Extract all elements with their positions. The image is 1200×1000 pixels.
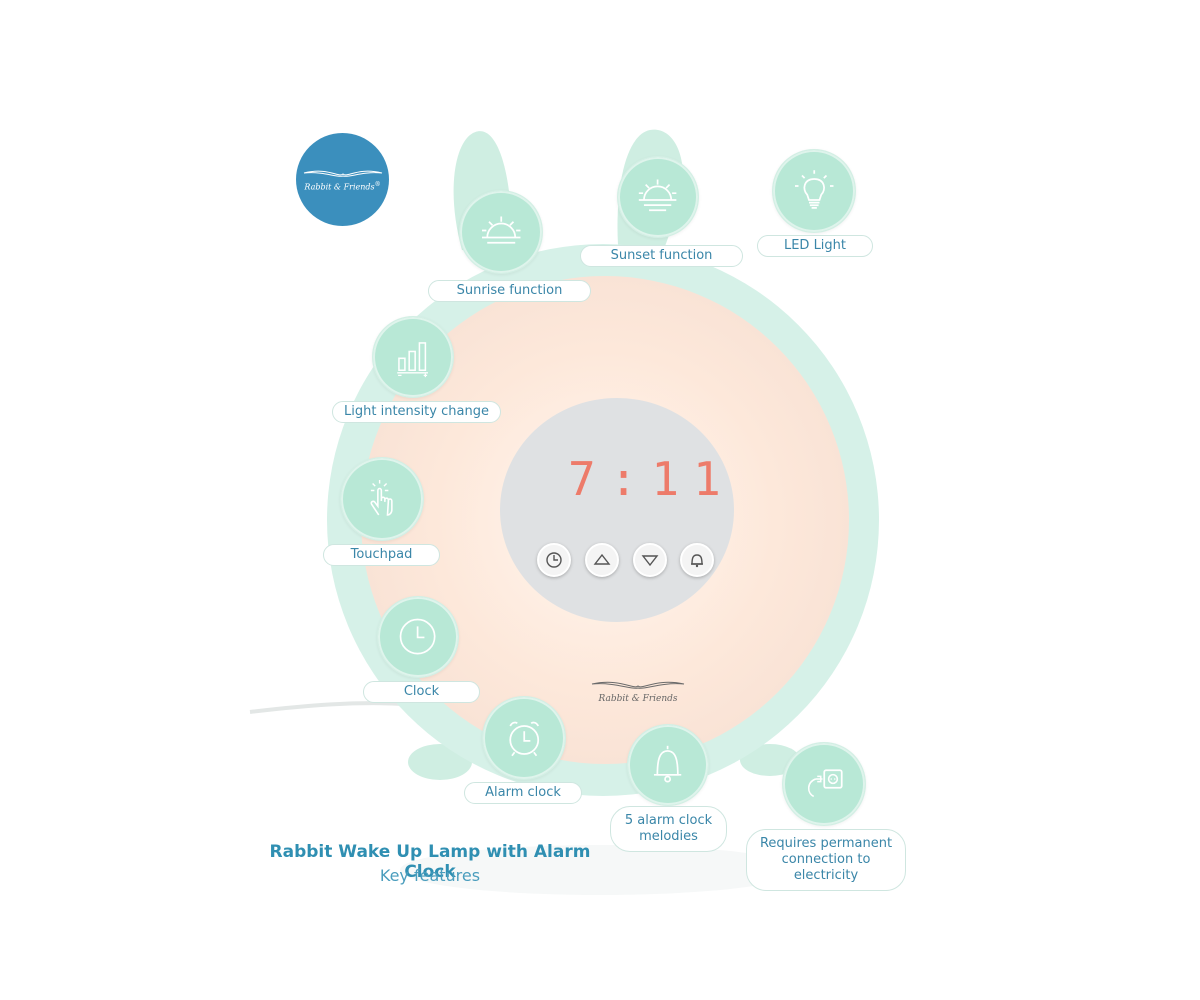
intensity-feature-badge: [372, 316, 454, 398]
sunrise-feature-label: Sunrise function: [428, 280, 591, 302]
power-feature-badge: [782, 742, 866, 826]
bell-outline-icon: [654, 746, 682, 783]
device-clock-button[interactable]: [537, 543, 571, 577]
device-logo-wings: [591, 681, 685, 689]
led-feature-label: LED Light: [757, 235, 873, 257]
sunset-icon: [639, 179, 677, 212]
intensity-feature-label: Light intensity change: [332, 401, 501, 423]
melodies-feature-label: 5 alarm clock melodies: [610, 806, 727, 852]
logo-wings: [303, 170, 383, 177]
clock-icon: [546, 552, 562, 568]
registered-mark: ®: [374, 181, 381, 188]
clock-feature-badge: [377, 596, 459, 678]
arrow-down-icon: [641, 555, 659, 567]
led-feature-badge: [772, 149, 856, 233]
sunset-feature-badge: [617, 156, 699, 238]
touchpad-feature-badge: [340, 457, 424, 541]
touchpad-feature-label: Touchpad: [323, 544, 440, 566]
brand-logo: Rabbit & Friends®: [296, 133, 389, 226]
bar-chart-icon: [397, 342, 429, 378]
sunrise-icon: [481, 216, 521, 244]
melodies-label-line1: 5 alarm clock: [624, 813, 713, 828]
melodies-label-line2: melodies: [639, 829, 698, 844]
light-bulb-icon: [794, 170, 834, 209]
clock-time-display: 7:11: [568, 452, 735, 506]
device-alarm-button[interactable]: [680, 543, 714, 577]
bell-icon: [691, 554, 703, 568]
touch-hand-icon: [370, 479, 393, 516]
arrow-up-icon: [593, 553, 611, 565]
power-label-line2: connection to electricity: [781, 852, 871, 883]
alarm-feature-badge: [482, 696, 566, 780]
melodies-feature-badge: [627, 724, 709, 806]
power-label-line1: Requires permanent: [759, 836, 893, 851]
sunset-feature-label: Sunset function: [580, 245, 743, 267]
device-logo-text: Rabbit & Friends: [598, 694, 678, 704]
alarm-clock-icon: [509, 721, 539, 757]
product-subtitle: Key features: [379, 866, 481, 885]
clock-face-icon: [400, 619, 436, 655]
clock-feature-label: Clock: [363, 681, 480, 703]
alarm-feature-label: Alarm clock: [464, 782, 582, 804]
product-title: Rabbit Wake Up Lamp with Alarm Clock: [269, 842, 591, 882]
brand-logo-text: Rabbit & Friends: [304, 182, 375, 192]
power-socket-icon: [807, 769, 843, 797]
power-feature-label: Requires permanent connection to electri…: [746, 829, 906, 891]
sunrise-feature-badge: [459, 190, 543, 274]
device-down-button[interactable]: [633, 543, 667, 577]
device-up-button[interactable]: [585, 543, 619, 577]
